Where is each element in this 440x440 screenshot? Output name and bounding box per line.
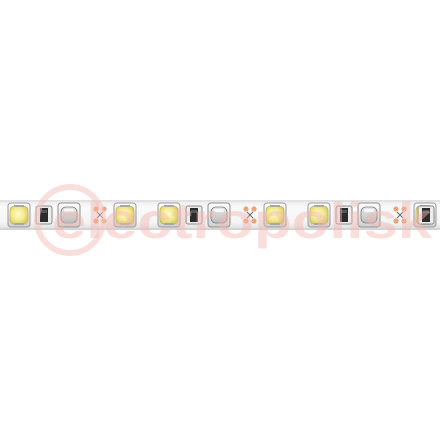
copper-pad — [401, 206, 407, 212]
scissors-icon — [246, 211, 254, 219]
copper-pad — [93, 206, 99, 212]
copper-pad — [101, 206, 107, 212]
copper-pad — [393, 206, 399, 212]
copper-pad — [401, 218, 407, 224]
copper-pad — [243, 206, 249, 212]
copper-pad — [251, 218, 257, 224]
copper-pad — [101, 218, 107, 224]
copper-pad — [243, 218, 249, 224]
led-strip-segments — [7, 202, 437, 228]
copper-pad — [393, 218, 399, 224]
scissors-icon — [396, 211, 404, 219]
copper-pad — [93, 218, 99, 224]
copper-pad — [251, 206, 257, 212]
